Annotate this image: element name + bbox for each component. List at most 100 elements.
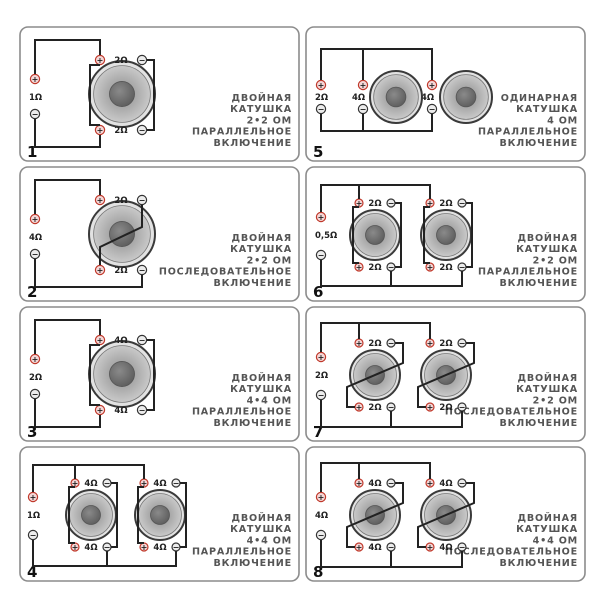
wire — [32, 540, 177, 567]
negative-terminal: − — [426, 103, 438, 115]
minus-sign: − — [32, 390, 39, 399]
speaker-icon — [88, 200, 156, 268]
positive-terminal: + — [27, 491, 39, 503]
amp-impedance-label: 2Ω — [315, 371, 328, 381]
wire — [34, 259, 143, 288]
speaker-dust-cap — [455, 86, 477, 108]
minus-sign: − — [139, 266, 146, 275]
plus-sign: + — [356, 479, 363, 488]
negative-terminal: − — [386, 542, 396, 552]
plus-sign: + — [356, 339, 363, 348]
coil-impedance-label: 4Ω — [114, 336, 127, 346]
description-line: ДВОЙНАЯ — [232, 91, 292, 104]
coil-impedance-label: 4Ω — [114, 406, 127, 416]
speaker-dust-cap — [150, 505, 170, 525]
minus-sign: − — [139, 336, 146, 345]
positive-terminal: + — [426, 79, 438, 91]
minus-sign: − — [139, 196, 146, 205]
terminal-ring — [94, 264, 106, 276]
description-line: 2•2 ОМ — [533, 395, 578, 406]
coil-impedance-label: 2Ω — [439, 403, 452, 413]
terminal-ring — [94, 194, 106, 206]
terminal-ring — [315, 389, 327, 401]
coil-impedance-label: 2Ω — [114, 266, 127, 276]
speaker-icon — [88, 60, 156, 128]
description-line: ВКЛЮЧЕНИЕ — [213, 418, 292, 429]
description-line: 4 ОМ — [547, 115, 578, 126]
minus-sign: − — [104, 543, 111, 552]
coil-impedance-label: 2Ω — [368, 199, 381, 209]
wire — [111, 482, 118, 548]
wire — [147, 59, 155, 131]
minus-sign: − — [318, 105, 325, 114]
description-line: ВКЛЮЧЕНИЕ — [499, 558, 578, 569]
panel-frame — [19, 26, 300, 162]
speaker-icon — [420, 209, 472, 261]
coil-impedance-label: 2Ω — [368, 403, 381, 413]
positive-terminal: + — [70, 542, 80, 552]
description-line: ВКЛЮЧЕНИЕ — [213, 558, 292, 569]
minus-sign: − — [388, 543, 395, 552]
minus-sign: − — [32, 250, 39, 259]
plus-sign: + — [141, 479, 148, 488]
wire — [34, 119, 101, 148]
terminal-ring — [315, 249, 327, 261]
wire — [320, 48, 433, 80]
minus-sign: − — [459, 543, 466, 552]
coil-impedance-label: 4Ω — [84, 479, 97, 489]
plus-sign: + — [318, 213, 325, 222]
wire — [320, 462, 431, 492]
terminal-ring — [315, 211, 327, 223]
terminal-ring — [315, 103, 327, 115]
positive-terminal: + — [29, 353, 41, 365]
description-line: 4•4 ОМ — [247, 535, 292, 546]
wire — [352, 206, 359, 264]
amp-impedance-label: 0,5Ω — [315, 231, 337, 241]
minus-sign: − — [388, 263, 395, 272]
wire — [32, 464, 145, 492]
description-line: ПАРАЛЛЕЛЬНОЕ — [192, 407, 292, 418]
plus-sign: + — [32, 215, 39, 224]
description-line: КАТУШКА — [230, 104, 292, 115]
negative-terminal: − — [136, 194, 148, 206]
positive-terminal: + — [354, 542, 364, 552]
wire — [34, 39, 101, 74]
speaker-icon — [439, 70, 493, 124]
negative-terminal: − — [136, 404, 148, 416]
plus-sign: + — [356, 263, 363, 272]
minus-sign: − — [32, 110, 39, 119]
negative-terminal: − — [136, 54, 148, 66]
wire — [99, 205, 143, 265]
plus-sign: + — [72, 543, 79, 552]
wire — [34, 319, 101, 354]
plus-sign: + — [97, 266, 104, 275]
speaker-icon — [349, 489, 401, 541]
negative-terminal: − — [457, 338, 467, 348]
minus-sign: − — [318, 251, 325, 260]
negative-terminal: − — [27, 529, 39, 541]
description-line: ВКЛЮЧЕНИЕ — [499, 418, 578, 429]
plus-sign: + — [427, 263, 434, 272]
positive-terminal: + — [94, 124, 106, 136]
amp-impedance-label: 4Ω — [29, 233, 42, 243]
minus-sign: − — [459, 263, 466, 272]
negative-terminal: − — [171, 478, 181, 488]
minus-sign: − — [388, 199, 395, 208]
positive-terminal: + — [315, 211, 327, 223]
description-line: ДВОЙНАЯ — [232, 231, 292, 244]
wire — [68, 486, 75, 544]
wire — [34, 179, 101, 214]
positive-terminal: + — [354, 338, 364, 348]
negative-terminal: − — [386, 478, 396, 488]
positive-terminal: + — [425, 402, 435, 412]
wire — [137, 486, 144, 544]
negative-terminal: − — [386, 262, 396, 272]
wire — [180, 482, 187, 548]
wire — [320, 184, 431, 212]
plus-sign: + — [427, 479, 434, 488]
plus-sign: + — [318, 81, 325, 90]
